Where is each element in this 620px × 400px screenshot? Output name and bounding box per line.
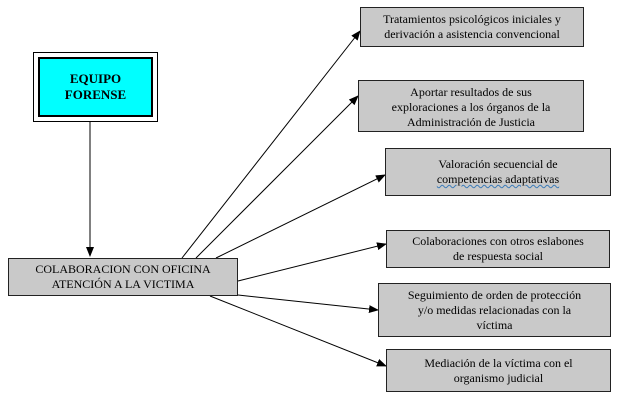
hub-label-line2: ATENCIÓN A LA VICTIMA [51,277,195,291]
target-node-6: Mediación de la víctima con el organismo… [386,349,611,392]
target-6-line1: Mediación de la víctima con el [424,355,573,370]
arrow-hub-to-target-2 [195,95,359,259]
target-5-line3: víctima [476,318,513,332]
equipo-forense-label: EQUIPO FORENSE [38,57,153,117]
target-2-line1: Aportar resultados de sus [410,85,532,99]
arrow-hub-to-target-6 [209,295,387,367]
target-5-line1: Seguimiento de orden de protección [407,288,582,302]
target-node-1: Tratamientos psicológicos iniciales y de… [360,7,584,47]
target-node-3: Valoración secuencial de competencias ad… [385,148,611,196]
arrow-hub-to-target-4 [237,242,387,282]
target-2-line2: exploraciones a los órganos de la [391,100,551,114]
target-1-line1: Tratamientos psicológicos iniciales y [383,12,561,26]
arrow-hub-to-target-5 [237,294,379,314]
equipo-forense-node: EQUIPO FORENSE [33,52,158,122]
equipo-forense-line1: EQUIPO [69,71,122,86]
target-5-line2: y/o medidas relacionadas con la [417,303,572,317]
target-4-line1: Colaboraciones con otros eslabones [412,234,584,248]
target-3-line1: Valoración secuencial de [438,157,558,171]
target-2-line3: Administración de Justicia [407,115,535,129]
target-node-4: Colaboraciones con otros eslabones de re… [386,230,610,268]
target-3-line2: competencias adaptativas [436,172,560,186]
arrow-hub-to-target-1 [181,30,361,259]
equipo-forense-line2: FORENSE [64,87,127,102]
target-4-line2: de respuesta social [453,249,543,263]
target-node-5: Seguimiento de orden de protección y/o m… [378,283,611,337]
arrow-hub-to-target-3 [215,174,386,259]
target-node-2: Aportar resultados de sus exploraciones … [358,80,584,132]
hub-node: COLABORACION CON OFICINA ATENCIÓN A LA V… [8,258,238,296]
hub-label-line1: COLABORACION CON OFICINA [35,262,211,276]
target-6-line2: organismo judicial [453,370,544,385]
target-1-line2: derivación a asistencia convencional [384,27,560,41]
